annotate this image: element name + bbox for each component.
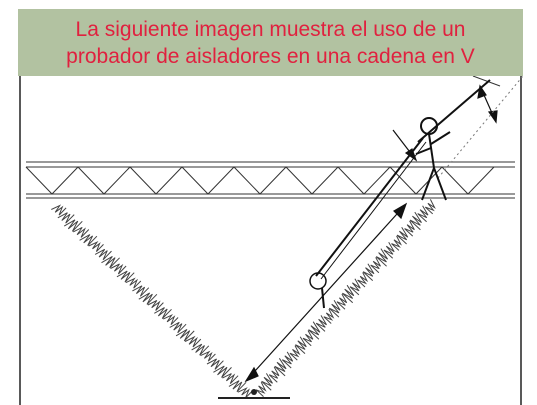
insulator-disc	[383, 242, 395, 259]
right-insulator-string	[255, 199, 436, 397]
title-line-2: probador de aisladores en una cadena en …	[66, 44, 475, 68]
insulator-disc	[94, 248, 112, 261]
title-line-1: La siguiente imagen muestra el uso de un	[75, 17, 466, 41]
insulator-disc	[51, 204, 67, 216]
insulator-disc	[370, 257, 381, 274]
insulator-disc	[169, 321, 187, 334]
insulator-disc	[63, 219, 83, 232]
insulator-disc	[396, 226, 409, 245]
tester-hot-stick	[315, 137, 424, 277]
insulator-disc	[424, 199, 436, 215]
insulator-disc	[175, 328, 195, 342]
insulator-disc	[295, 336, 307, 354]
diagram-svg	[19, 76, 523, 405]
insulator-disc	[404, 220, 415, 237]
insulator-tester-icon	[309, 137, 427, 309]
insulator-disc	[274, 358, 287, 377]
person-arm-upper	[430, 131, 451, 145]
lineman-person-icon	[415, 79, 491, 201]
insulator-disc	[357, 272, 369, 288]
insulator-disc	[375, 248, 389, 267]
person-arm-lower	[415, 147, 432, 155]
insulator-disc	[268, 366, 280, 383]
insulator-disc	[302, 330, 314, 347]
person-leg-right	[433, 167, 447, 201]
insulator-disc	[125, 277, 142, 289]
insulator-disc	[213, 365, 232, 378]
insulator-disc	[328, 300, 341, 318]
insulator-disc	[315, 315, 327, 332]
insulator-disc	[138, 292, 158, 305]
span-arrowhead-low	[244, 366, 259, 383]
insulator-disc	[289, 345, 301, 361]
extension-dotted-line	[437, 76, 523, 179]
insulator-disc	[110, 263, 127, 275]
insulator-disc	[362, 263, 375, 281]
insulator-disc	[206, 358, 224, 370]
person-body	[428, 133, 435, 169]
insulator-disc	[79, 234, 98, 246]
title-banner: La siguiente imagen muestra el uso de un…	[18, 9, 523, 76]
clearance-tick	[472, 76, 501, 87]
crossarm-truss	[25, 161, 515, 199]
left-insulator-string	[51, 204, 254, 399]
span-arrow-line	[245, 203, 407, 382]
insulator-disc	[162, 313, 179, 326]
insulator-disc	[261, 373, 273, 391]
insulator-disc	[88, 241, 104, 252]
insulator-disc	[154, 307, 172, 319]
insulator-disc	[342, 284, 355, 304]
insulator-disc	[417, 205, 429, 223]
insulator-disc	[281, 351, 294, 369]
insulator-disc	[336, 293, 348, 310]
person-hot-stick	[417, 79, 491, 143]
insulator-disc	[147, 300, 164, 311]
insulator-disc	[349, 278, 361, 296]
insulator-disc	[101, 255, 120, 269]
insulator-disc	[184, 335, 202, 348]
insulator-disc	[57, 212, 75, 224]
span-arrowhead-high	[393, 202, 408, 220]
truss-web-zigzag	[25, 166, 495, 195]
insulator-disc	[200, 350, 216, 362]
tester-hot-stick-edge	[320, 141, 427, 280]
insulator-disc	[391, 235, 402, 251]
insulator-disc	[116, 270, 135, 283]
dimension-arrows	[244, 84, 498, 383]
insulator-disc	[191, 343, 210, 356]
insulator-disc	[409, 211, 422, 231]
insulator-disc	[308, 321, 321, 340]
v-string-diagram	[18, 76, 523, 405]
insulator-disc	[228, 380, 247, 393]
insulator-disc	[237, 387, 254, 399]
tester-probe-leg	[321, 287, 325, 309]
insulator-disc	[323, 308, 335, 324]
person-leg-left	[421, 167, 435, 201]
insulator-disc	[255, 381, 267, 397]
insulator-disc	[132, 285, 150, 297]
insulator-disc	[222, 373, 239, 384]
insulator-disc	[72, 226, 90, 238]
yoke-plate	[251, 389, 257, 395]
crossarm-pointer-head	[404, 148, 418, 162]
